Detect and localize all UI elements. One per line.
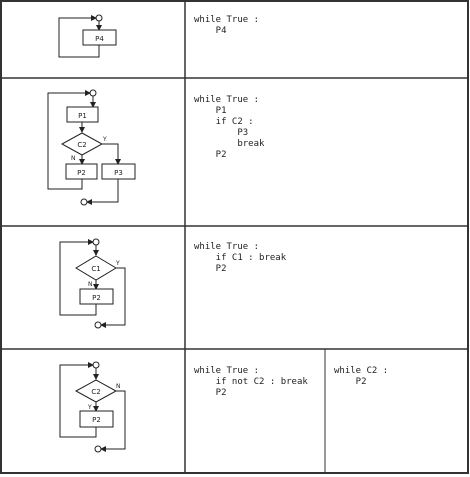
process-label: P2 bbox=[92, 416, 101, 424]
end-node bbox=[94, 321, 102, 329]
code-block: while True : if not C2 : break P2 bbox=[194, 366, 308, 398]
process-label: P3 bbox=[114, 169, 123, 177]
no-label: N bbox=[71, 155, 76, 162]
start-node bbox=[92, 238, 100, 246]
flowchart-row-4 bbox=[59, 361, 126, 453]
yes-label: Y bbox=[102, 136, 107, 143]
end-node bbox=[80, 198, 88, 206]
code-block: while True : P4 bbox=[194, 15, 260, 36]
flowchart-row-1 bbox=[58, 14, 117, 58]
yes-label: Y bbox=[87, 404, 92, 411]
process-label: P4 bbox=[95, 35, 104, 43]
code-block: while True : if C1 : break P2 bbox=[194, 242, 287, 274]
start-node bbox=[95, 14, 103, 22]
end-node bbox=[94, 445, 102, 453]
flowchart-row-2 bbox=[47, 89, 136, 206]
yes-label: Y bbox=[115, 260, 120, 267]
condition-label: C1 bbox=[91, 265, 100, 273]
start-node bbox=[92, 361, 100, 369]
process-label: P1 bbox=[78, 112, 87, 120]
process-label: P2 bbox=[92, 294, 101, 302]
no-label: N bbox=[88, 281, 93, 288]
code-block: while True : P1 if C2 : P3 break P2 bbox=[194, 95, 265, 160]
condition-label: C2 bbox=[91, 388, 100, 396]
flowchart-row-3 bbox=[59, 238, 126, 329]
condition-label: C2 bbox=[77, 141, 86, 149]
start-node bbox=[89, 89, 97, 97]
process-label: P2 bbox=[77, 169, 86, 177]
code-block-alt: while C2 : P2 bbox=[334, 366, 389, 387]
no-label: N bbox=[116, 383, 121, 390]
